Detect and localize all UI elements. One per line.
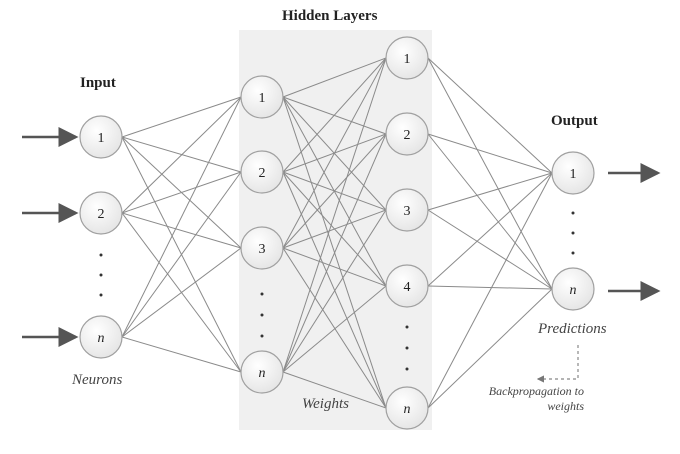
neuron-circle	[385, 386, 429, 430]
hidden1-neuron-3: 3	[240, 226, 284, 270]
weight-edge	[121, 212, 242, 249]
weight-edge	[427, 172, 553, 211]
neuron-circle	[551, 151, 595, 195]
neuron-label: 1	[404, 52, 411, 67]
weight-edge	[282, 247, 387, 409]
output-neuron-n: n	[551, 267, 595, 311]
neuron-label: 1	[570, 167, 577, 182]
weights-caption: Weights	[302, 396, 349, 412]
weight-edge	[121, 96, 242, 214]
backprop-line-2: weights	[547, 399, 584, 413]
weight-edge	[121, 96, 242, 338]
weight-edge	[282, 209, 387, 249]
neuron-label: 1	[259, 91, 266, 106]
predictions-caption: Predictions	[538, 321, 607, 337]
weight-edge	[427, 133, 553, 174]
ellipsis-dot	[260, 334, 264, 338]
weight-edge	[282, 247, 387, 287]
hidden2-neuron-3: 3	[385, 188, 429, 232]
weight-edge	[282, 57, 387, 173]
neuron-label: n	[98, 331, 105, 346]
hidden1-neuron-n: n	[240, 350, 284, 394]
ellipsis-dot	[405, 367, 409, 371]
weight-edge	[282, 57, 387, 249]
neuron-circle	[240, 350, 284, 394]
weight-edge	[282, 371, 387, 409]
weight-edge	[282, 133, 387, 373]
weight-edge	[282, 285, 387, 373]
backpropagation-caption: Backpropagation to weights	[460, 384, 584, 414]
weight-edge	[121, 171, 242, 214]
ellipsis-dot	[99, 273, 103, 277]
ellipsis-dot	[405, 325, 409, 329]
neuron-circle	[240, 150, 284, 194]
neuron-circle	[385, 36, 429, 80]
neuron-circle	[385, 188, 429, 232]
weight-edge	[427, 172, 553, 287]
ellipsis-dot	[571, 231, 575, 235]
neuron-label: n	[404, 402, 411, 417]
hidden2-neuron-n: n	[385, 386, 429, 430]
hidden1-neuron-1: 1	[240, 75, 284, 119]
neuron-circle	[240, 75, 284, 119]
ellipsis-dot	[260, 292, 264, 296]
weight-edge	[282, 57, 387, 373]
hidden-layers-title: Hidden Layers	[282, 8, 378, 24]
output-neuron-1: 1	[551, 151, 595, 195]
neuron-circle	[79, 115, 123, 159]
weight-edge	[121, 247, 242, 338]
input-neuron-n: n	[79, 315, 123, 359]
neuron-circle	[79, 315, 123, 359]
input-neuron-1: 1	[79, 115, 123, 159]
neuron-label: 4	[404, 280, 411, 295]
ellipsis-dot	[405, 346, 409, 350]
neuron-circle	[551, 267, 595, 311]
input-title: Input	[80, 75, 116, 91]
input-neuron-2: 2	[79, 191, 123, 235]
weight-edge	[427, 288, 553, 409]
ellipsis-dot	[571, 251, 575, 255]
ellipsis-dot	[99, 293, 103, 297]
backprop-line-1: Backpropagation to	[488, 384, 584, 398]
output-title: Output	[551, 113, 598, 129]
hidden2-neuron-1: 1	[385, 36, 429, 80]
ellipsis-dot	[99, 253, 103, 257]
neuron-label: 2	[404, 128, 411, 143]
weight-edge	[427, 209, 553, 290]
neurons-caption: Neurons	[72, 372, 123, 388]
neuron-label: 1	[98, 131, 105, 146]
weight-edge	[282, 133, 387, 249]
hidden1-neuron-2: 2	[240, 150, 284, 194]
hidden2-neuron-4: 4	[385, 264, 429, 308]
hidden2-neuron-2: 2	[385, 112, 429, 156]
weight-edge	[121, 171, 242, 338]
weight-edge	[427, 133, 553, 290]
neuron-circle	[79, 191, 123, 235]
weight-edge	[427, 285, 553, 290]
ellipsis-dot	[260, 313, 264, 317]
backpropagation-arrow	[536, 345, 579, 383]
neuron-circle	[240, 226, 284, 270]
weight-edge	[427, 172, 553, 409]
weight-edge	[121, 96, 242, 138]
weight-edge	[427, 57, 553, 174]
neuron-label: 3	[259, 242, 266, 257]
neuron-label: 2	[98, 207, 105, 222]
ellipsis-dot	[571, 211, 575, 215]
neuron-label: 2	[259, 166, 266, 181]
weight-edge	[282, 209, 387, 373]
neuron-label: 3	[404, 204, 411, 219]
neuron-circle	[385, 264, 429, 308]
weight-edge	[282, 171, 387, 409]
neuron-label: n	[570, 283, 577, 298]
neuron-circle	[385, 112, 429, 156]
weight-edge	[121, 336, 242, 373]
weight-edge	[427, 57, 553, 290]
weight-edge	[282, 57, 387, 98]
neuron-label: n	[259, 366, 266, 381]
